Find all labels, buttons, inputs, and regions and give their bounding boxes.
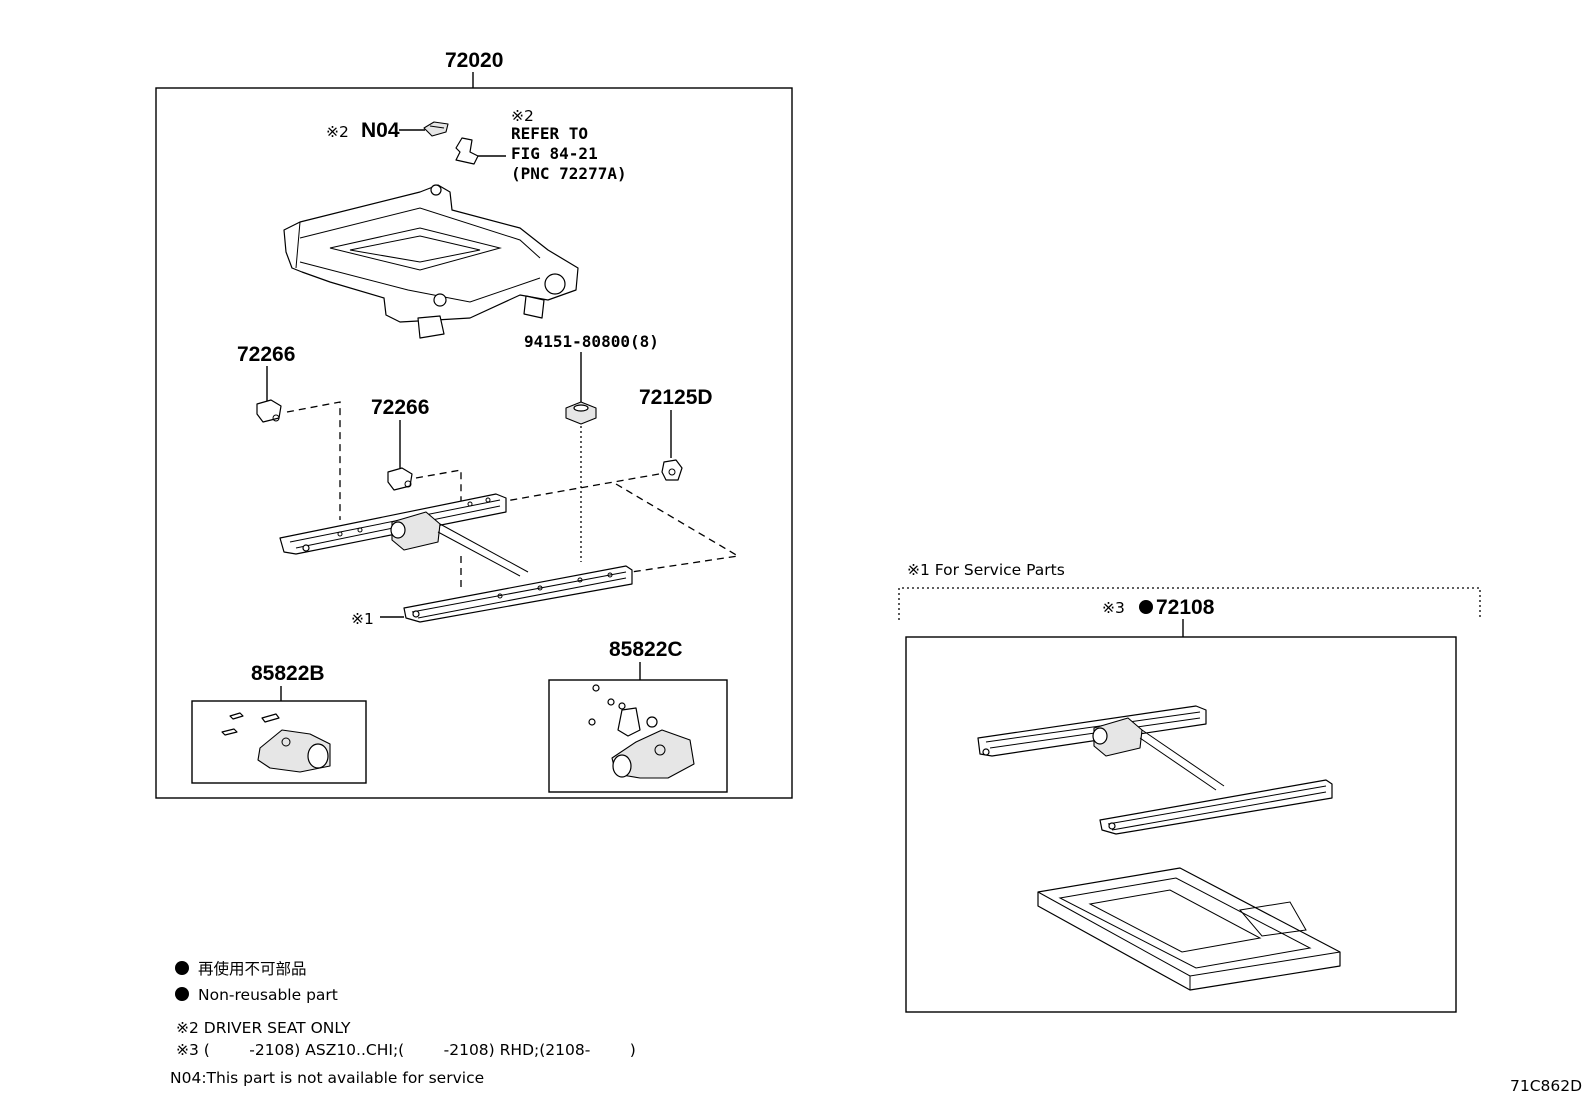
part-72266-left[interactable]	[256, 399, 282, 423]
non-reusable-dot-en	[175, 987, 189, 1001]
kit-85822b-box	[191, 700, 367, 784]
legend-note2: ※2 DRIVER SEAT ONLY	[176, 1019, 351, 1037]
label-mark-1: ※1	[351, 610, 374, 628]
refer-line1: REFER TO	[511, 124, 588, 143]
seat-track-part[interactable]	[279, 493, 633, 623]
label-85822c[interactable]: 85822C	[609, 638, 683, 661]
service-tray-part[interactable]	[1037, 867, 1341, 991]
seat-frame-part[interactable]	[283, 184, 579, 339]
figure-id: 71C862D	[1510, 1077, 1582, 1095]
label-72266-left[interactable]: 72266	[237, 343, 295, 366]
assembly-box	[155, 87, 793, 799]
kit-85822b-part[interactable]	[221, 712, 331, 773]
refer-line2[interactable]: FIG 84-21	[511, 144, 598, 163]
refer-line3: (PNC 72277A)	[511, 164, 627, 183]
refer-bracket-part[interactable]	[455, 137, 479, 165]
service-title: ※1 For Service Parts	[907, 561, 1065, 579]
kit-85822c-part[interactable]	[588, 684, 695, 779]
part-72266-mid[interactable]	[387, 467, 413, 491]
service-box	[905, 636, 1457, 1013]
label-72125d[interactable]: 72125D	[639, 386, 713, 409]
legend-n04-note: N04:This part is not available for servi…	[170, 1069, 484, 1087]
label-n04[interactable]: N04	[361, 119, 400, 142]
refer-mark: ※2	[511, 107, 534, 125]
non-reusable-dot-service	[1139, 600, 1153, 614]
n04-part[interactable]	[423, 121, 449, 137]
legend-en: Non-reusable part	[198, 986, 338, 1004]
label-72108[interactable]: 72108	[1156, 596, 1215, 619]
label-85822b[interactable]: 85822B	[251, 662, 325, 685]
service-track-part[interactable]	[977, 705, 1333, 835]
kit-85822c-box	[548, 679, 728, 793]
label-n04-prefix: ※2	[326, 123, 349, 141]
legend-jp: 再使用不可部品	[198, 960, 307, 978]
part-72125d[interactable]	[661, 459, 683, 481]
label-72020[interactable]: 72020	[445, 49, 503, 72]
bolt-part[interactable]	[565, 401, 597, 425]
non-reusable-dot-jp	[175, 961, 189, 975]
label-72266-mid[interactable]: 72266	[371, 396, 429, 419]
legend-note3: ※3 ( -2108) ASZ10..CHI;( -2108) RHD;(210…	[176, 1041, 636, 1059]
label-bolt[interactable]: 94151-80800(8)	[524, 332, 659, 351]
service-prefix: ※3	[1102, 599, 1125, 617]
